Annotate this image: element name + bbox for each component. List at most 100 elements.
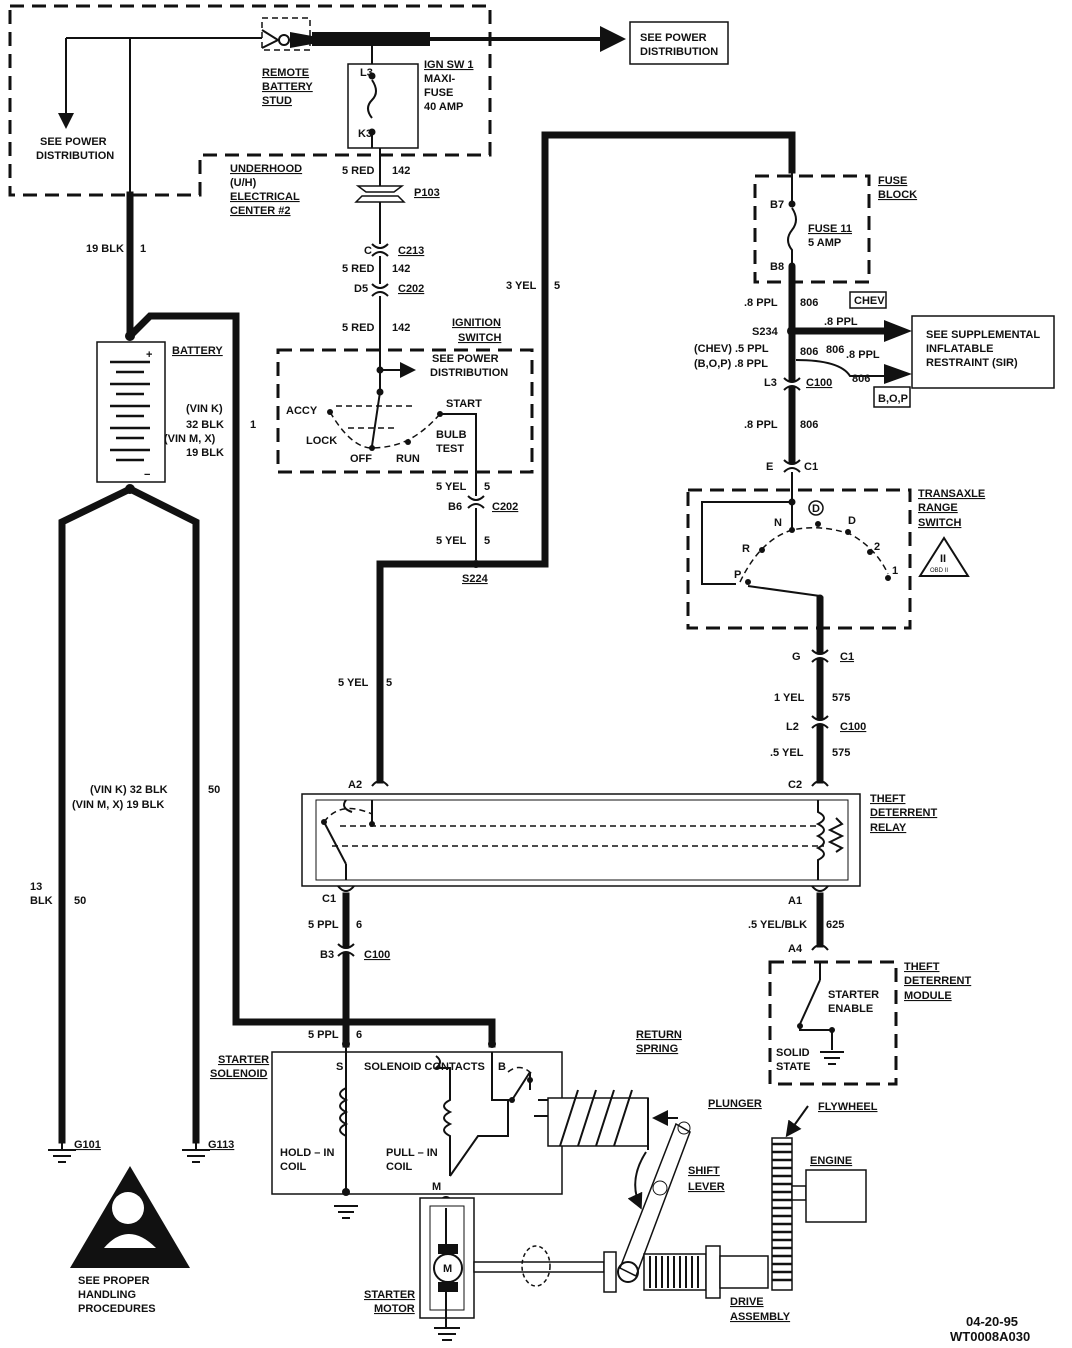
bat-wire-num: 1 — [250, 419, 256, 431]
c100-b3: C100 — [364, 949, 390, 961]
wire-chev-ppl: .8 PPL — [824, 316, 858, 328]
pin-a2: A2 — [348, 779, 362, 791]
wire-3yel-num: 5 — [554, 280, 560, 292]
return-spring-b: SPRING — [636, 1043, 678, 1055]
wire-6a-num: 6 — [356, 919, 362, 931]
date-code-a: 04-20-95 — [966, 1314, 1018, 1329]
gear-d-circle: D — [812, 503, 820, 515]
shift-lever-b: LEVER — [688, 1181, 725, 1193]
solenoid-contacts: SOLENOID CONTACTS — [364, 1061, 485, 1073]
fuse-l3: L3 — [360, 67, 373, 79]
date-code-b: WT0008A030 — [950, 1329, 1030, 1344]
underhood-electrical-center — [8, 4, 492, 197]
solid-b: STATE — [776, 1061, 810, 1073]
module-a: THEFT — [904, 961, 940, 973]
solenoid-b: SOLENOID — [210, 1068, 268, 1080]
c202-d5: C202 — [398, 283, 424, 295]
obd-text: OBD II — [930, 568, 948, 574]
circuit-625 — [768, 892, 898, 1086]
wire-806a-num: 806 — [800, 297, 818, 309]
see-power-distribution-box — [629, 21, 729, 65]
bat-wire-a: (VIN K) — [186, 403, 223, 415]
svg-text:STUD: STUD — [262, 95, 292, 107]
solenoid-a: STARTER — [218, 1054, 269, 1066]
underhood-c: ELECTRICAL — [230, 191, 300, 203]
see-sir-a: SEE SUPPLEMENTAL — [926, 329, 1040, 341]
c1-g-pin: G — [792, 651, 801, 663]
pin-c2: C2 — [788, 779, 802, 791]
pin-a1: A1 — [788, 895, 802, 907]
wire-142b-num: 142 — [392, 263, 410, 275]
wire-575a-color: 1 YEL — [774, 692, 805, 704]
pos-lock: LOCK — [306, 435, 337, 447]
underhood-b: (U/H) — [230, 177, 257, 189]
starter-solenoid — [271, 1048, 563, 1219]
gear-D: D — [848, 515, 856, 527]
pull-in-b: COIL — [386, 1161, 413, 1173]
remote-label-b: BATTERY — [262, 81, 313, 93]
crank-circuit-5 — [371, 131, 796, 787]
plunger-label: PLUNGER — [708, 1098, 762, 1110]
c213: C213 — [398, 245, 424, 257]
return-spring-a: RETURN — [636, 1029, 682, 1041]
battery-minus: − — [144, 469, 150, 481]
obd-ii: II — [940, 553, 946, 565]
pos-bulb: BULB — [436, 429, 467, 441]
relay-a: THEFT — [870, 793, 906, 805]
ignition-feed-circuit — [354, 148, 406, 392]
c202-b6: C202 — [492, 501, 518, 513]
g101: G101 — [74, 1139, 101, 1151]
remote-label-c: STUD — [262, 95, 292, 107]
wire-19blk-color: 19 BLK — [86, 243, 124, 255]
transaxle-range-switch — [686, 488, 970, 654]
wire-5c-num: 5 — [386, 677, 392, 689]
pos-start: START — [446, 398, 482, 410]
starter-motor-b: MOTOR — [374, 1303, 415, 1315]
c1-e-pin: E — [766, 461, 773, 473]
trs-a: TRANSAXLE — [918, 488, 985, 500]
svg-text:BATTERY: BATTERY — [262, 81, 313, 93]
c1-e: C1 — [804, 461, 818, 473]
wire-142c-color: 5 RED — [342, 322, 374, 334]
relay-b: DETERRENT — [870, 807, 938, 819]
drive-assembly-b: ASSEMBLY — [730, 1311, 791, 1323]
see-proper-a: SEE PROPER — [78, 1275, 150, 1287]
wire-806a-color: .8 PPL — [744, 297, 778, 309]
hold-in-a: HOLD – IN — [280, 1147, 334, 1159]
relay-c: RELAY — [870, 822, 907, 834]
pin-b7: B7 — [770, 199, 784, 211]
module-b: DETERRENT — [904, 975, 972, 987]
pin-a4: A4 — [788, 943, 803, 955]
wire-625-num: 625 — [826, 919, 844, 931]
fuse11-b: 5 AMP — [808, 237, 841, 249]
c100-l3-pin: L3 — [764, 377, 777, 389]
gear-1: 1 — [892, 565, 898, 577]
drive-assembly-a: DRIVE — [730, 1296, 764, 1308]
gear-2: 2 — [874, 541, 880, 553]
fuse-k3: K3 — [358, 128, 372, 140]
esd-warning-icon — [70, 1166, 190, 1268]
text-labels: SEE POWER DISTRIBUTION REMOTE BATTERY ST… — [30, 32, 1040, 1344]
engine-label: ENGINE — [810, 1155, 852, 1167]
flywheel-label: FLYWHEEL — [818, 1101, 878, 1113]
wire-142c-num: 142 — [392, 322, 410, 334]
bat-wire-d: 19 BLK — [186, 447, 224, 459]
see-proper-b: HANDLING — [78, 1289, 136, 1301]
chev-bop-a: (CHEV) .5 PPL — [694, 343, 769, 355]
wire-806b-color: .8 PPL — [744, 419, 778, 431]
underhood-d: CENTER #2 — [230, 205, 291, 217]
svg-text:40 AMP: 40 AMP — [424, 101, 463, 113]
wire-142a-color: 5 RED — [342, 165, 374, 177]
ign-sw1-c: FUSE — [424, 87, 453, 99]
wire-13-num: 50 — [74, 895, 86, 907]
hold-in-b: COIL — [280, 1161, 307, 1173]
trs-b: RANGE — [918, 502, 958, 514]
starter-motor-a: STARTER — [364, 1289, 415, 1301]
theft-deterrent-relay — [301, 793, 861, 892]
see-power-2a: SEE POWER — [640, 32, 707, 44]
see-sir-box — [911, 315, 1055, 389]
c100-l3: C100 — [806, 377, 832, 389]
plunger-and-drive — [547, 1089, 769, 1299]
wire-5c-color: 5 YEL — [338, 677, 369, 689]
fuse-block — [753, 170, 912, 500]
